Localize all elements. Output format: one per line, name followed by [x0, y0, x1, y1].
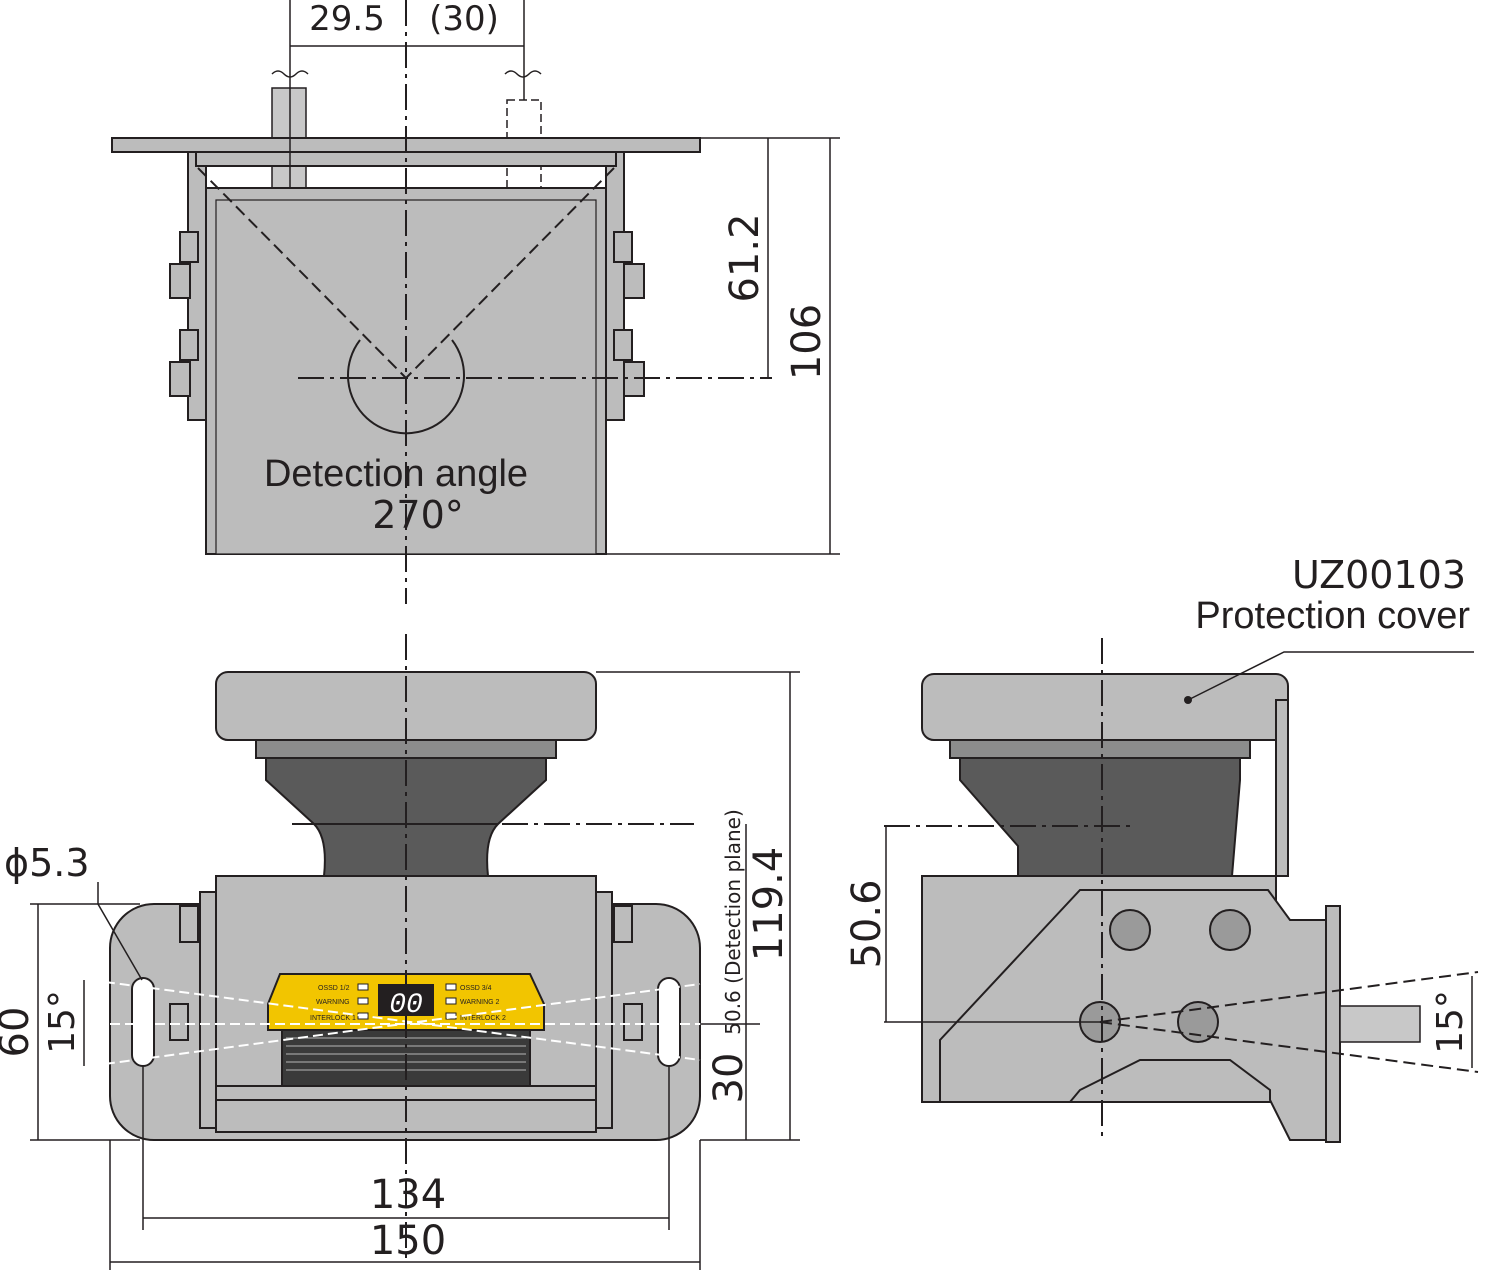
- nut-left-1: [169, 263, 191, 299]
- dim-61-2-label: 61.2: [722, 213, 768, 302]
- nut-left-2: [169, 361, 191, 397]
- dim-119-4-label: 119.4: [746, 847, 792, 962]
- led-warning1: [357, 997, 369, 1005]
- side-optical-head: [959, 757, 1241, 877]
- dim-50-6-side-label: 50.6: [844, 879, 890, 968]
- hole-dia-label: ϕ5.3: [4, 841, 90, 885]
- top-view: 29.5 (30) 61.2 106 Detection angle 270°: [111, 0, 840, 604]
- bolt-right-2: [613, 329, 633, 361]
- dim-60-label: 60: [0, 1007, 38, 1058]
- bolt-left-1: [179, 231, 199, 263]
- dim-50-6-plane-label: 50.6 (Detection plane): [721, 809, 745, 1035]
- side-view: 50.6 15° UZ00103 Protection cover: [844, 553, 1479, 1143]
- dim-29-5-label: 29.5: [309, 0, 385, 39]
- tilt-ray-down: [89, 979, 701, 1061]
- part-number-label: UZ00103: [1292, 553, 1466, 597]
- bolt-right-1: [613, 231, 633, 263]
- front-bolt-top-right: [613, 905, 633, 943]
- panel-interlock2: INTERLOCK 2: [460, 1015, 506, 1022]
- side-cover-back: [1275, 699, 1289, 877]
- callout-dot: [1184, 696, 1192, 704]
- panel-ossd34: OSSD 3/4: [460, 985, 492, 992]
- panel-interlock1: INTERLOCK 1: [310, 1015, 356, 1022]
- front-bracket-right: [595, 891, 613, 1129]
- break-mark-right: [504, 70, 542, 78]
- connector-flange: [1325, 905, 1341, 1143]
- front-bracket-left: [199, 891, 217, 1129]
- nut-right-1: [623, 263, 645, 299]
- dim-30-label: 30: [706, 1053, 752, 1104]
- front-bolt-mid-right: [623, 1003, 643, 1041]
- panel-warning2: WARNING 2: [460, 999, 500, 1006]
- led-ossd34: [445, 983, 457, 991]
- detection-ray-right: [405, 167, 615, 379]
- bolt-left-2: [179, 329, 199, 361]
- part-name-label: Protection cover: [1195, 595, 1470, 637]
- detection-angle-label: Detection angle: [264, 453, 528, 495]
- front-bolt-top-left: [179, 905, 199, 943]
- side-cap-ring: [949, 739, 1251, 759]
- hole-dia-leader: [97, 882, 143, 981]
- screw-top-right: [1209, 909, 1251, 951]
- led-ossd12: [357, 983, 369, 991]
- side-tilt-ray-up: [1099, 971, 1479, 1023]
- dim-150-label: 150: [370, 1218, 446, 1264]
- led-warning2: [445, 997, 457, 1005]
- side-cover-cap: [921, 673, 1289, 741]
- side-cable: [1339, 1005, 1421, 1043]
- tilt-ray-up: [89, 983, 701, 1067]
- screw-top-left: [1109, 909, 1151, 951]
- callout-leader: [1187, 651, 1474, 701]
- dim-15deg-front-label: 15°: [42, 990, 83, 1054]
- detection-angle-value: 270°: [372, 493, 464, 537]
- dim-106-label: 106: [784, 304, 830, 380]
- mounting-slot-left: [131, 977, 155, 1067]
- side-tilt-ray-down: [1099, 1021, 1479, 1073]
- panel-warning1: WARNING: [316, 999, 350, 1006]
- front-view: OSSD 1/2 WARNING INTERLOCK 1 OSSD 3/4 WA…: [0, 634, 800, 1270]
- front-bolt-mid-left: [169, 1003, 189, 1041]
- detection-ray-left: [197, 167, 407, 379]
- dim-30-label: (30): [429, 0, 499, 39]
- dim-134-label: 134: [370, 1172, 446, 1218]
- screw-adjust: [1177, 1001, 1219, 1043]
- bracket-right: [605, 151, 625, 421]
- side-bracket: [939, 889, 1331, 1141]
- mounting-slot-right: [657, 977, 681, 1067]
- dim-15deg-side-label: 15°: [1430, 990, 1471, 1054]
- panel-ossd12: OSSD 1/2: [318, 985, 350, 992]
